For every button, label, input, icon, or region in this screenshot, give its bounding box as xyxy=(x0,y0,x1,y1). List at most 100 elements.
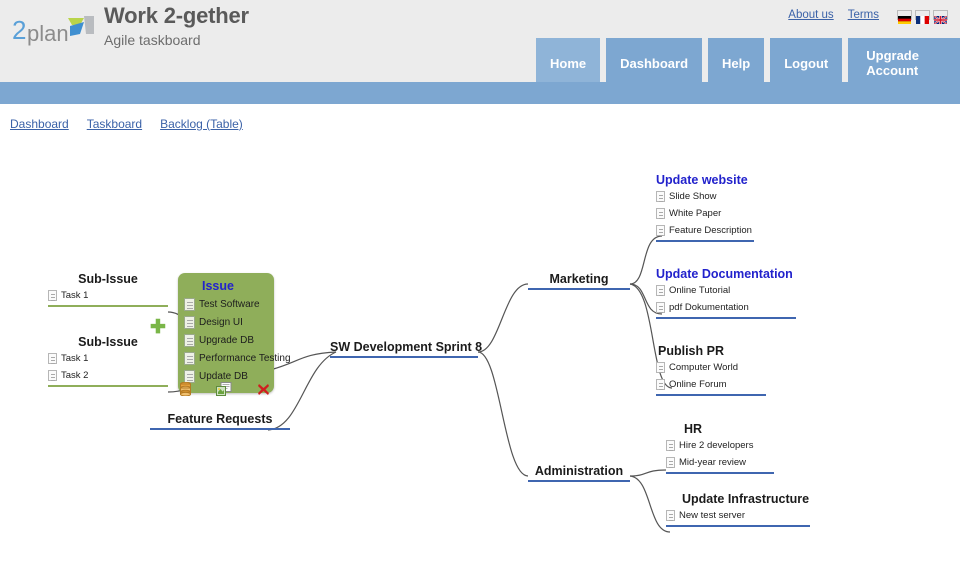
document-icon xyxy=(184,297,195,311)
mindmap-node-update-documentation[interactable]: Update Documentation Online Tutorial pdf… xyxy=(656,267,796,319)
document-icon xyxy=(184,315,195,329)
node-title: Sub-Issue xyxy=(78,272,138,286)
node-title: Marketing xyxy=(549,272,609,286)
node-title: Administration xyxy=(534,464,624,478)
flag-en-icon[interactable] xyxy=(933,10,948,25)
task-label: Update DB xyxy=(199,370,248,382)
task-item[interactable]: Update DB xyxy=(184,367,266,385)
mindmap-node-update-website[interactable]: Update website Slide Show White Paper Fe… xyxy=(656,173,754,242)
node-underline xyxy=(666,525,810,527)
task-item[interactable]: Design UI xyxy=(184,313,266,331)
terms-link[interactable]: Terms xyxy=(847,9,879,21)
task-label: Hire 2 developers xyxy=(679,440,754,451)
mindmap-node-issue-selected[interactable]: Issue Test Software Design UI Upgrade DB… xyxy=(178,273,291,393)
mindmap-node-sub-issue-2[interactable]: Sub-Issue Task 1 Task 2 xyxy=(48,335,168,387)
node-underline xyxy=(48,385,168,387)
task-label: White Paper xyxy=(669,208,722,219)
node-underline xyxy=(666,472,774,474)
task-item[interactable]: Online Tutorial xyxy=(656,282,796,299)
node-title: Update Infrastructure xyxy=(682,492,810,506)
svg-text:plan: plan xyxy=(27,21,69,46)
mindmap-node-root[interactable]: SW Development Sprint 8 xyxy=(330,340,483,358)
document-icon xyxy=(656,208,665,219)
mindmap-node-administration[interactable]: Administration xyxy=(528,464,630,482)
task-item[interactable]: White Paper xyxy=(656,205,754,222)
task-label: Design UI xyxy=(199,316,243,328)
tab-dashboard[interactable]: Dashboard xyxy=(606,38,703,88)
mindmap-canvas[interactable]: Sub-Issue Task 1 Sub-Issue Task 1 Task 2… xyxy=(0,140,960,570)
document-icon xyxy=(656,302,665,313)
2plan-logo-icon[interactable]: 2 plan xyxy=(10,8,98,48)
node-title: Sub-Issue xyxy=(78,335,138,349)
task-item[interactable]: Test Software xyxy=(184,295,266,313)
mindmap-node-sub-issue-1[interactable]: Sub-Issue Task 1 xyxy=(48,272,168,307)
breadcrumb-backlog-table[interactable]: Backlog (Table) xyxy=(160,117,243,131)
task-item[interactable]: New test server xyxy=(666,507,810,524)
breadcrumb: Dashboard Taskboard Backlog (Table) xyxy=(10,117,243,131)
task-label: Mid-year review xyxy=(679,457,747,468)
flag-fr-icon[interactable] xyxy=(915,10,930,24)
app-subtitle: Agile taskboard xyxy=(104,32,201,48)
document-icon xyxy=(656,225,665,236)
document-icon xyxy=(184,333,195,347)
mindmap-node-hr[interactable]: HR Hire 2 developers Mid-year review xyxy=(666,422,774,474)
site-header: 2 plan Work 2-gether Agile taskboard Abo… xyxy=(0,0,960,104)
about-us-link[interactable]: About us xyxy=(788,9,834,21)
tab-help[interactable]: Help xyxy=(708,38,765,88)
node-underline xyxy=(656,240,754,242)
tab-upgrade-account[interactable]: Upgrade Account xyxy=(848,38,960,88)
svg-text:2: 2 xyxy=(12,15,26,45)
add-sub-issue-plus-icon[interactable]: ✚ xyxy=(150,317,166,338)
tab-home[interactable]: Home xyxy=(536,38,601,88)
node-title: Publish PR xyxy=(658,344,724,358)
main-nav-tabs: Home Dashboard Help Logout Upgrade Accou… xyxy=(536,32,960,88)
task-label: Feature Description xyxy=(669,225,752,236)
task-item[interactable]: Mid-year review xyxy=(666,454,774,471)
mindmap-node-publish-pr[interactable]: Publish PR Computer World Online Forum xyxy=(656,344,766,396)
mindmap-node-update-infrastructure[interactable]: Update Infrastructure New test server xyxy=(666,492,810,527)
flag-de-icon[interactable] xyxy=(897,10,912,24)
task-item[interactable]: pdf Dokumentation xyxy=(656,299,796,316)
task-label: Test Software xyxy=(199,298,260,310)
node-underline xyxy=(656,394,766,396)
task-item[interactable]: Task 1 xyxy=(48,287,168,304)
delete-icon[interactable] xyxy=(250,383,276,401)
task-label: New test server xyxy=(679,510,745,521)
document-icon xyxy=(656,379,665,390)
task-label: Task 1 xyxy=(61,290,89,301)
task-item[interactable]: Task 2 xyxy=(48,367,168,384)
app-title: Work 2-gether xyxy=(104,3,249,28)
task-item[interactable]: Task 1 xyxy=(48,350,168,367)
task-label: Online Tutorial xyxy=(669,285,731,296)
task-item[interactable]: Upgrade DB xyxy=(184,331,266,349)
task-item[interactable]: Slide Show xyxy=(656,188,754,205)
node-title: Feature Requests xyxy=(167,412,273,426)
mindmap-node-feature-requests[interactable]: Feature Requests xyxy=(150,412,290,430)
document-icon xyxy=(48,370,57,381)
stack-database-icon[interactable] xyxy=(172,381,198,401)
task-item[interactable]: Computer World xyxy=(656,359,766,376)
document-icon xyxy=(184,351,195,365)
task-item[interactable]: Performance Testing xyxy=(184,349,291,367)
document-icon xyxy=(666,510,675,521)
breadcrumb-dashboard[interactable]: Dashboard xyxy=(10,117,69,131)
task-label: Upgrade DB xyxy=(199,334,255,346)
task-label: Task 2 xyxy=(61,370,89,381)
document-icon xyxy=(656,362,665,373)
task-item[interactable]: Hire 2 developers xyxy=(666,437,774,454)
mindmap-node-marketing[interactable]: Marketing xyxy=(528,272,630,290)
copy-duplicate-icon[interactable] xyxy=(211,382,237,401)
node-title: Issue xyxy=(202,279,234,293)
node-underline xyxy=(528,288,630,290)
node-title[interactable]: Update Documentation xyxy=(656,267,793,281)
document-icon xyxy=(48,290,57,301)
node-title: SW Development Sprint 8 xyxy=(330,340,483,354)
document-icon xyxy=(184,369,195,383)
breadcrumb-taskboard[interactable]: Taskboard xyxy=(86,117,143,131)
node-underline xyxy=(48,305,168,307)
task-item[interactable]: Online Forum xyxy=(656,376,766,393)
task-item[interactable]: Feature Description xyxy=(656,222,754,239)
node-title[interactable]: Update website xyxy=(656,173,748,187)
tab-logout[interactable]: Logout xyxy=(770,38,843,88)
